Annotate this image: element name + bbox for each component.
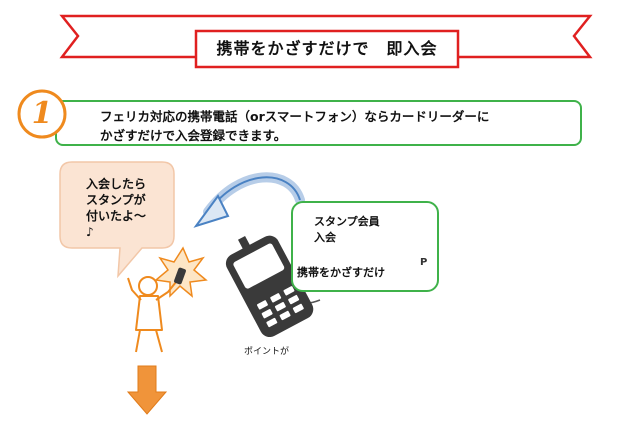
- speech-line-1: 入会したら: [86, 177, 147, 191]
- down-arrow: [126, 365, 168, 415]
- person-figure: [127, 276, 177, 353]
- held-phone: [174, 267, 186, 285]
- point-caption: ポイントが: [244, 347, 290, 357]
- store-line-1: スタンプ会員: [314, 215, 380, 228]
- speech-line-2: スタンプが: [86, 193, 146, 207]
- banner-title: 携帯をかざすだけで 即入会: [216, 39, 438, 58]
- speech-line-4: ♪: [86, 225, 94, 239]
- step-number: 1: [31, 96, 53, 131]
- speech-text: 入会したら スタンプが 付いたよ～ ♪: [86, 176, 176, 240]
- ribbon-front: [194, 29, 460, 69]
- store-box: [291, 201, 439, 292]
- step-text-line-1: フェリカ対応の携帯電話（orスマートフォン）ならカードリーダーに: [100, 109, 490, 124]
- store-line-2: 入会: [314, 231, 336, 244]
- step-text-line-2: かざすだけで入会登録できます。: [100, 128, 287, 143]
- store-line-3: 携帯をかざすだけ: [297, 266, 385, 279]
- coin-label: P: [420, 257, 428, 268]
- speech-line-3: 付いたよ～: [86, 209, 147, 223]
- speech-bubble: [59, 161, 175, 279]
- step-box: [55, 100, 582, 146]
- cell-phone: [225, 235, 314, 338]
- arrow-head: [193, 194, 230, 228]
- ribbon-banner: [59, 14, 593, 69]
